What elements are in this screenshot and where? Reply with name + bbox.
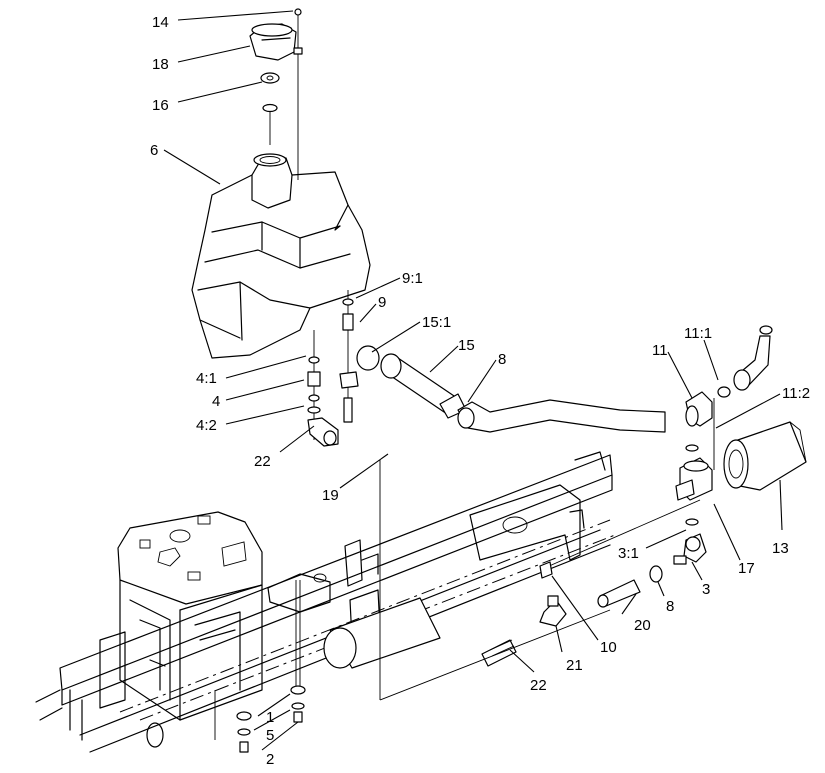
mounting-hardware xyxy=(236,685,306,753)
filter-assembly xyxy=(539,325,807,571)
label-17: 17 xyxy=(738,560,755,577)
frame-assembly xyxy=(35,451,616,753)
label-5: 5 xyxy=(266,727,274,744)
label-6: 6 xyxy=(150,142,158,159)
part-labels: 14 18 16 6 9:1 9 15:1 15 8 11 11:1 11:2 … xyxy=(150,14,810,768)
lower-fuel-line xyxy=(379,460,663,701)
label-1: 1 xyxy=(266,709,274,726)
label-15: 15 xyxy=(458,337,475,354)
label-18: 18 xyxy=(152,56,169,73)
label-21: 21 xyxy=(566,657,583,674)
label-16: 16 xyxy=(152,97,169,114)
label-22-upper: 22 xyxy=(254,453,271,470)
label-4-1: 4:1 xyxy=(196,370,217,387)
fuel-cap-assembly xyxy=(249,8,303,180)
filler-hose xyxy=(356,345,666,433)
label-3-1: 3:1 xyxy=(618,545,639,562)
label-8-lower: 8 xyxy=(666,598,674,615)
label-4: 4 xyxy=(212,393,220,410)
label-11-2: 11:2 xyxy=(782,385,810,402)
label-3: 3 xyxy=(702,581,710,598)
label-8-upper: 8 xyxy=(498,351,506,368)
label-2: 2 xyxy=(266,751,274,768)
vent-fitting xyxy=(339,290,359,423)
tank-outlet-fittings xyxy=(307,330,339,447)
label-9-1: 9:1 xyxy=(402,270,423,287)
label-9: 9 xyxy=(378,294,386,311)
label-22-lower: 22 xyxy=(530,677,547,694)
label-13: 13 xyxy=(772,540,789,557)
leader-lines xyxy=(163,10,783,751)
label-11: 11 xyxy=(652,342,668,359)
label-14: 14 xyxy=(152,14,169,31)
label-11-1: 11:1 xyxy=(684,325,712,342)
label-4-2: 4:2 xyxy=(196,417,217,434)
label-15-1: 15:1 xyxy=(422,314,451,331)
label-19: 19 xyxy=(322,487,339,504)
label-20: 20 xyxy=(634,617,651,634)
fuel-tank xyxy=(191,153,371,359)
label-10: 10 xyxy=(600,639,617,656)
